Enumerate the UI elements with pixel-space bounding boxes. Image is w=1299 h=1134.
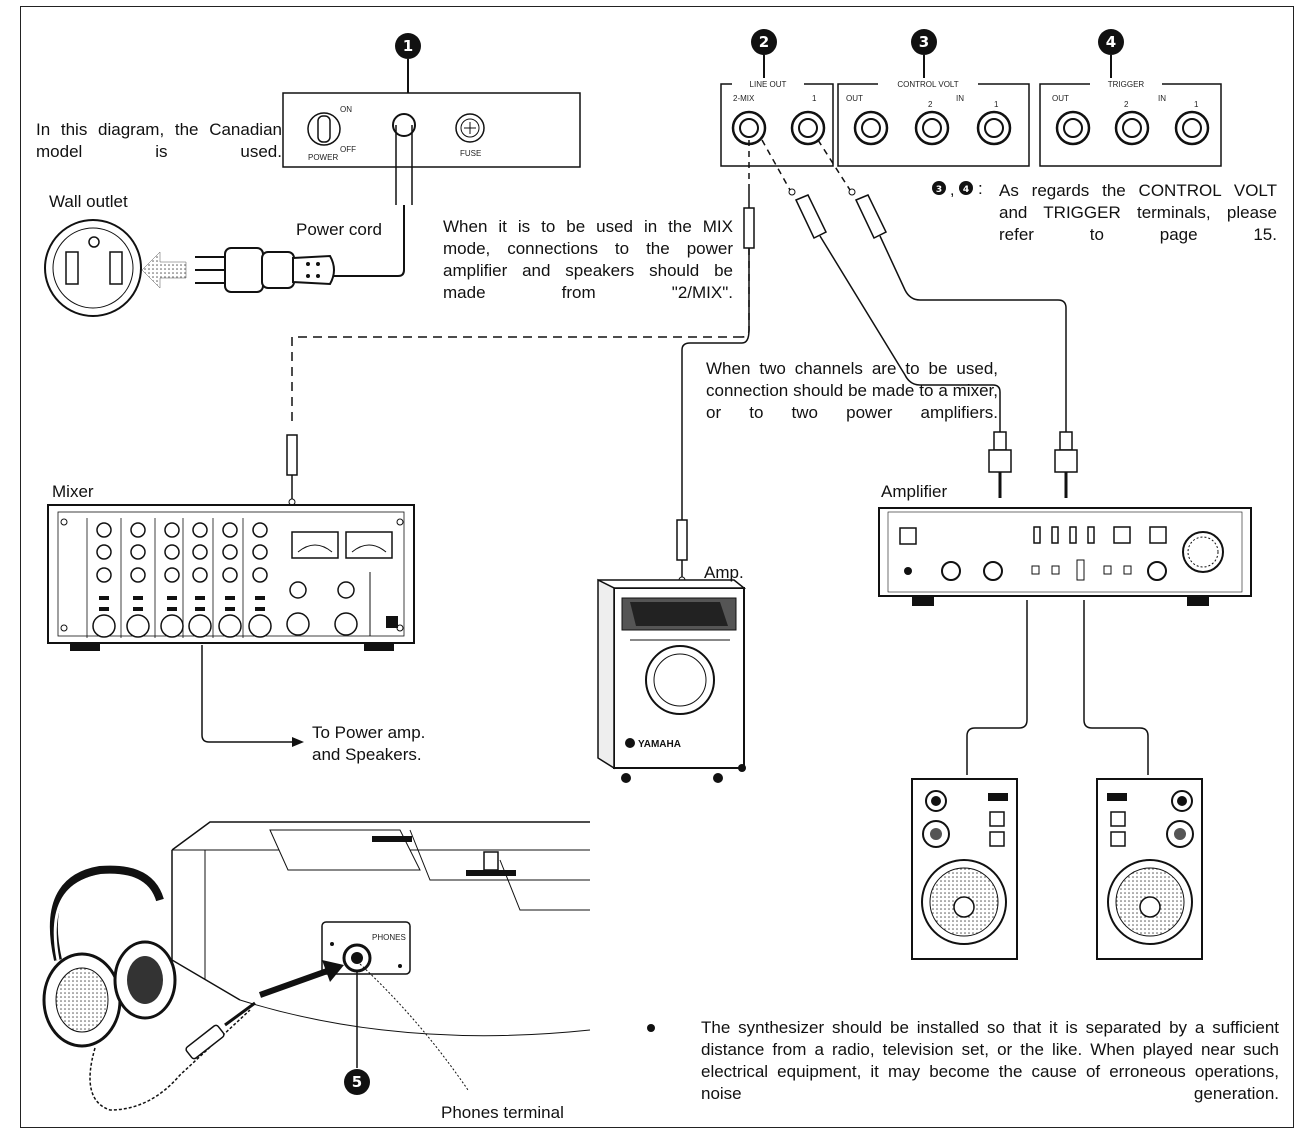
control-volt-out-label: OUT — [846, 94, 863, 103]
mixer-channel-strip — [182, 518, 212, 638]
callout-3: 3 — [911, 29, 937, 80]
control-volt-panel: CONTROL VOLT OUT 2 IN 1 — [837, 78, 1030, 167]
mixer-channel-strip — [120, 518, 150, 638]
terminals-ref-markers: 3 4 , : — [932, 179, 983, 199]
line-out-title: LINE OUT — [750, 80, 787, 89]
mixer-icon — [47, 504, 415, 651]
mix-mode-note: When it is to be used in the MIX mode, c… — [443, 217, 733, 302]
terminals-ref-note: As regards the CONTROL VOLT and TRIGGER … — [999, 181, 1277, 244]
speaker-left-icon — [911, 778, 1018, 960]
fuse-icon — [455, 113, 485, 143]
trigger-out-label: OUT — [1052, 94, 1069, 103]
speaker-right-icon — [1096, 778, 1203, 960]
amp-speaker-icon: YAMAHA — [597, 578, 747, 783]
power-label: POWER — [308, 153, 338, 162]
mixer-channel-strip — [86, 518, 116, 638]
two-channels-note: When two channels are to be used, connec… — [706, 359, 998, 422]
callout-2: 2 — [751, 29, 777, 80]
amplifier-icon — [878, 507, 1252, 606]
power-cord-label: Power cord — [296, 220, 382, 239]
to-power-amp-label: To Power amp. and Speakers. — [312, 723, 426, 764]
amplifier-label: Amplifier — [881, 482, 948, 501]
line-out-mix-label: 2-MIX — [733, 94, 755, 103]
cable-2mix-to-mixer — [286, 140, 755, 506]
svg-text::: : — [978, 179, 983, 198]
synthesizer-closeup-icon: PHONES — [171, 821, 591, 1037]
callout-4: 4 — [1098, 29, 1124, 80]
power-switch-icon — [307, 112, 341, 146]
svg-text:,: , — [950, 182, 954, 199]
svg-text:3: 3 — [936, 185, 942, 195]
mixer-output-arrow — [201, 645, 304, 747]
fuse-label: FUSE — [460, 149, 481, 158]
bullet-icon — [647, 1024, 655, 1032]
mixer-channel-strip — [212, 518, 242, 638]
power-off-label: OFF — [340, 145, 356, 154]
power-cord — [333, 125, 413, 277]
mixer-label: Mixer — [52, 482, 94, 501]
callout-5: 5 — [344, 963, 469, 1095]
installation-note: The synthesizer should be installed so t… — [701, 1018, 1279, 1103]
cable-line1b-to-amplifier — [817, 139, 1067, 432]
headphones-icon — [42, 865, 256, 1111]
trigger-2-label: 2 — [1124, 100, 1129, 109]
amplifier-speaker-wiring — [966, 600, 1149, 775]
phones-panel-label: PHONES — [372, 933, 406, 942]
control-volt-title: CONTROL VOLT — [897, 80, 958, 89]
callout-3-number: 3 — [919, 33, 929, 51]
phones-arrow — [258, 960, 344, 998]
power-plug-icon — [195, 247, 335, 293]
trigger-in-label: IN — [1158, 94, 1166, 103]
control-volt-in-label: IN — [956, 94, 964, 103]
wall-outlet-icon — [44, 219, 142, 317]
trigger-1-label: 1 — [1194, 100, 1199, 109]
power-on-label: ON — [340, 105, 352, 114]
mixer-channel-strip — [242, 518, 272, 638]
callout-5-number: 5 — [352, 1073, 362, 1091]
amp-yamaha-logo: YAMAHA — [638, 739, 681, 750]
trigger-panel: TRIGGER OUT 2 IN 1 — [1039, 78, 1222, 167]
wall-outlet-label: Wall outlet — [49, 192, 128, 211]
mixer-channel-strip — [154, 518, 184, 638]
line-out-panel: LINE OUT 2-MIX 1 — [720, 78, 834, 167]
diagram-frame — [20, 6, 1294, 1128]
amp-label: Amp. — [704, 563, 744, 582]
trigger-title: TRIGGER — [1108, 80, 1145, 89]
svg-text:4: 4 — [963, 185, 969, 195]
plug-arrow-icon — [141, 251, 187, 289]
power-panel: ON OFF POWER FUSE — [282, 92, 581, 168]
phones-terminal-label: Phones terminal — [441, 1103, 564, 1122]
callout-2-number: 2 — [759, 33, 769, 51]
rca-plugs-icon — [988, 431, 1078, 498]
canadian-model-note: In this diagram, the Canadian model is u… — [36, 120, 282, 161]
line-out-1-label: 1 — [812, 94, 817, 103]
cable-line1-to-amplifier — [761, 139, 1001, 432]
control-volt-2-label: 2 — [928, 100, 933, 109]
control-volt-1-label: 1 — [994, 100, 999, 109]
callout-4-number: 4 — [1106, 33, 1116, 51]
callout-1-number: 1 — [403, 37, 413, 55]
